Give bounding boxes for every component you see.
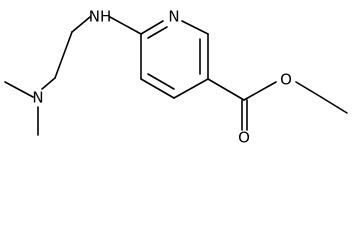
atom-dimethylamine-nitrogen: N — [32, 89, 43, 107]
bond-ring-n-c6 — [140, 20, 164, 35]
bond-ester-oxygen-carbon — [243, 81, 277, 101]
atom-carbonyl-oxygen: O — [238, 129, 250, 147]
bond-methyl-ethyl — [320, 96, 348, 114]
bond-ethyl-oxygen — [295, 81, 322, 98]
atom-labels: NH N N O O — [32, 8, 292, 147]
bond-ring-c5-c4 — [140, 78, 175, 99]
atom-ring-nitrogen: N — [168, 8, 179, 26]
bond-ring-inner-2 — [147, 26, 168, 39]
bond-chain-to-amine — [41, 77, 56, 90]
bond-ester-to-ring — [207, 78, 245, 101]
bond-ring-inner-3 — [147, 73, 175, 90]
bond-ring-c2-n — [181, 20, 209, 35]
bond-amine-methyl-left — [4, 81, 34, 98]
atom-ester-oxygen: O — [280, 71, 292, 89]
chemical-structure: NH N N O O — [4, 8, 348, 147]
bond-ring-to-nh — [109, 16, 142, 35]
bond-chain-middle — [54, 31, 73, 79]
atom-nh: NH — [89, 8, 112, 26]
bond-ring-c4-c3 — [173, 78, 209, 99]
structure-diagram: NH N N O O — [4, 8, 348, 147]
bond-nh-to-chain — [71, 16, 91, 33]
bonds — [4, 16, 348, 136]
